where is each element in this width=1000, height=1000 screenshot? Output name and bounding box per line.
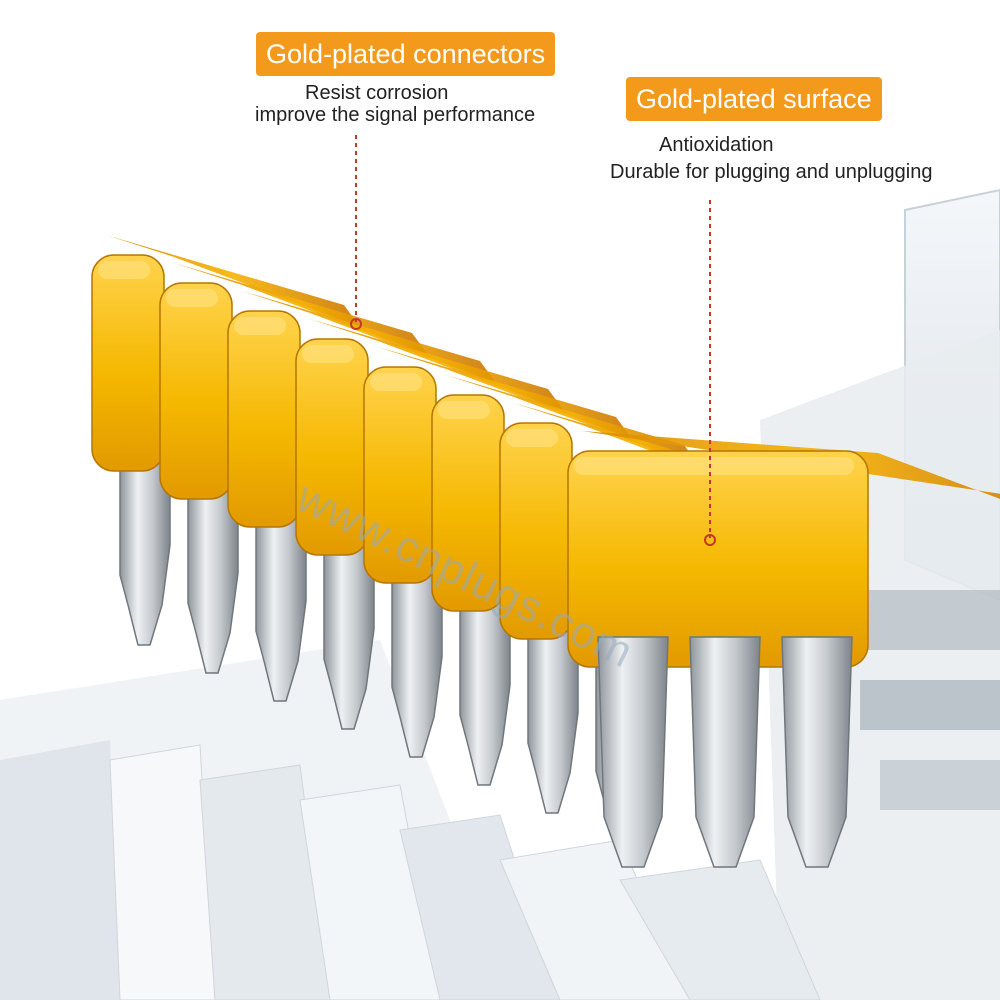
marker-dot-connectors — [350, 318, 362, 330]
contact-pin — [499, 403, 768, 814]
contact-pin — [295, 319, 564, 730]
contact-pin — [567, 431, 1000, 868]
callout-line-signal: improve the signal performance — [255, 104, 536, 126]
callout-line-durable: Durable for plugging and unplugging — [610, 161, 933, 183]
callout-title-connectors: Gold-plated connectors — [256, 32, 556, 76]
contact-pin — [91, 235, 360, 646]
plastic-housing — [0, 188, 1000, 1000]
contact-pins — [91, 235, 1000, 868]
callout-line-antioxidation: Antioxidation — [659, 134, 774, 156]
callout-line-corrosion: Resist corrosion — [305, 82, 449, 104]
marker-dot-surface — [704, 534, 716, 546]
contact-pin — [227, 291, 496, 702]
callout-title-surface: Gold-plated surface — [626, 77, 882, 121]
contact-pin — [363, 347, 632, 758]
